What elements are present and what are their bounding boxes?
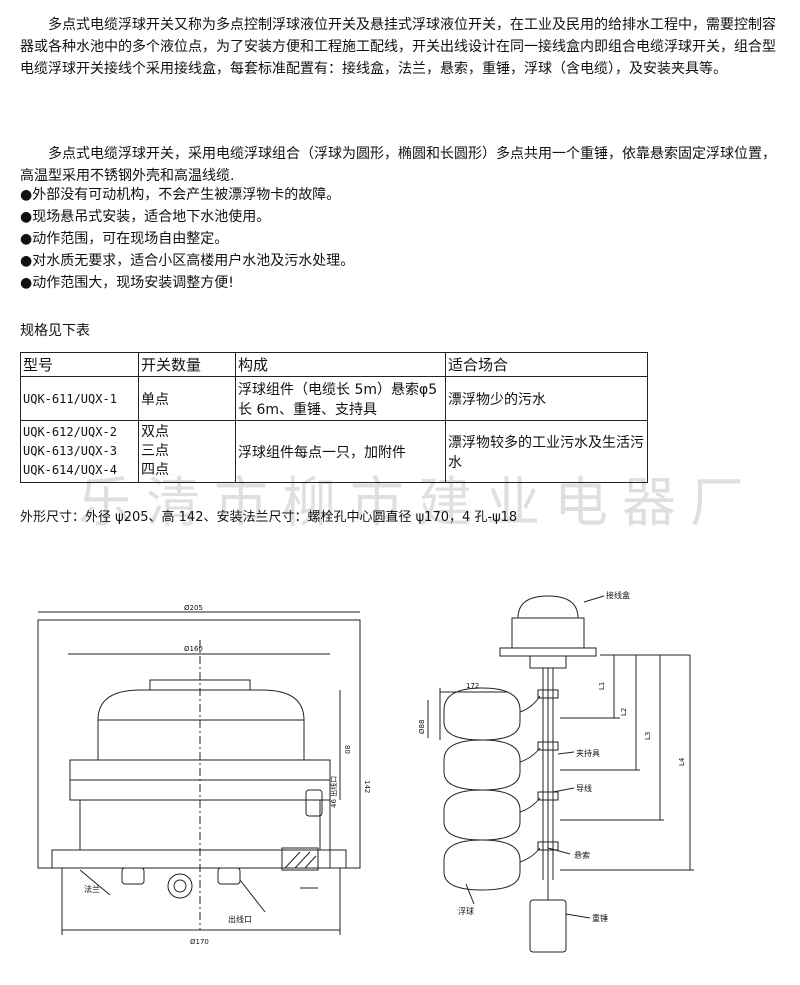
table-header-row: 型号 开关数量 构成 适合场合 (20, 352, 648, 377)
junction-box-drawing (37, 611, 361, 935)
float-label: 浮球 (458, 906, 474, 916)
dimensions-line: 外形尺寸：外径 ψ205、高 142、安装法兰尺寸：螺栓孔中心圆直径 ψ170，… (20, 510, 518, 525)
bullet-item: ●外部没有可动机构，不会产生被漂浮物卡的故障。 (20, 187, 341, 203)
bullet-item: ●现场悬吊式安装，适合地下水池使用。 (20, 209, 271, 225)
count-line: 四点 (141, 462, 169, 478)
spec-heading: 规格见下表 (20, 323, 90, 339)
count-line: 三点 (141, 443, 169, 459)
dim-L4: L4 (678, 757, 686, 766)
intro-paragraph-1: 多点式电缆浮球开关又称为多点控制浮球液位开关及悬挂式浮球液位开关，在工业及民用的… (20, 17, 776, 77)
cell-usage: 漂浮物较多的工业污水及生活污水 (445, 420, 648, 483)
bullet-item: ●动作范围，可在现场自由整定。 (20, 231, 229, 247)
dim-L2: L2 (620, 708, 628, 716)
cell-model: UQK-611/UQX-1 (20, 376, 139, 421)
dim-d88: Ø88 (418, 720, 426, 734)
header-composition: 构成 (235, 352, 446, 377)
weight-label: 重锤 (592, 913, 608, 923)
table-row: UQK-612/UQX-2 UQK-613/UQX-3 UQK-614/UQX-… (20, 420, 648, 483)
dim-d160: Ø160 (184, 645, 203, 653)
table-row: UQK-611/UQX-1 单点 浮球组件（电缆长 5m）悬索φ5 长 6m、重… (20, 376, 648, 421)
watermark: 乐清市柳市建业电器厂 (78, 471, 758, 534)
model-line: UQK-613/UQX-3 (23, 444, 117, 458)
dim-L3: L3 (644, 732, 652, 740)
cell-usage: 漂浮物少的污水 (445, 376, 648, 421)
intro-paragraph-2: 多点式电缆浮球开关，采用电缆浮球组合（浮球为圆形，椭圆和长圆形）多点共用一个重锤… (20, 146, 776, 184)
float-assembly-drawing (427, 595, 694, 953)
cell-count: 单点 (138, 376, 236, 421)
dim-h80: 80 (343, 745, 351, 754)
dim-d170: Ø170 (190, 938, 209, 946)
cable-label: 导线 (576, 783, 592, 793)
model-line: UQK-612/UQX-2 (23, 425, 117, 439)
cell-models: UQK-612/UQX-2 UQK-613/UQX-3 UQK-614/UQX-… (20, 420, 139, 483)
dim-d205: Ø205 (184, 604, 203, 612)
cable-outlet-label: 出线口 (228, 914, 252, 924)
dim-h46: 46 出线口 (329, 776, 338, 808)
header-model: 型号 (20, 352, 139, 377)
cell-composition: 浮球组件每点一只，加附件 (235, 420, 446, 483)
junction-box-label: 接线盒 (606, 590, 630, 600)
dim-w172: 172 (466, 682, 479, 690)
cell-counts: 双点 三点 四点 (138, 420, 236, 483)
header-usage: 适合场合 (445, 352, 648, 377)
bullet-item: ●动作范围大，现场安装调整方便! (20, 275, 234, 291)
bullet-item: ●对水质无要求，适合小区高楼用户水池及污水处理。 (20, 253, 355, 269)
rope-label: 悬索 (574, 850, 590, 860)
count-line: 双点 (141, 424, 169, 440)
flange-label: 法兰 (84, 884, 100, 894)
model-line: UQK-614/UQX-4 (23, 463, 117, 477)
cell-composition: 浮球组件（电缆长 5m）悬索φ5 长 6m、重锤、支持具 (235, 376, 446, 421)
header-count: 开关数量 (138, 352, 236, 377)
clamp-label: 夹持具 (576, 748, 600, 758)
dim-h142: 142 (363, 780, 371, 793)
dim-L1: L1 (598, 682, 606, 690)
spec-table: 型号 开关数量 构成 适合场合 UQK-611/UQX-1 单点 浮球组件（电缆… (20, 352, 648, 483)
